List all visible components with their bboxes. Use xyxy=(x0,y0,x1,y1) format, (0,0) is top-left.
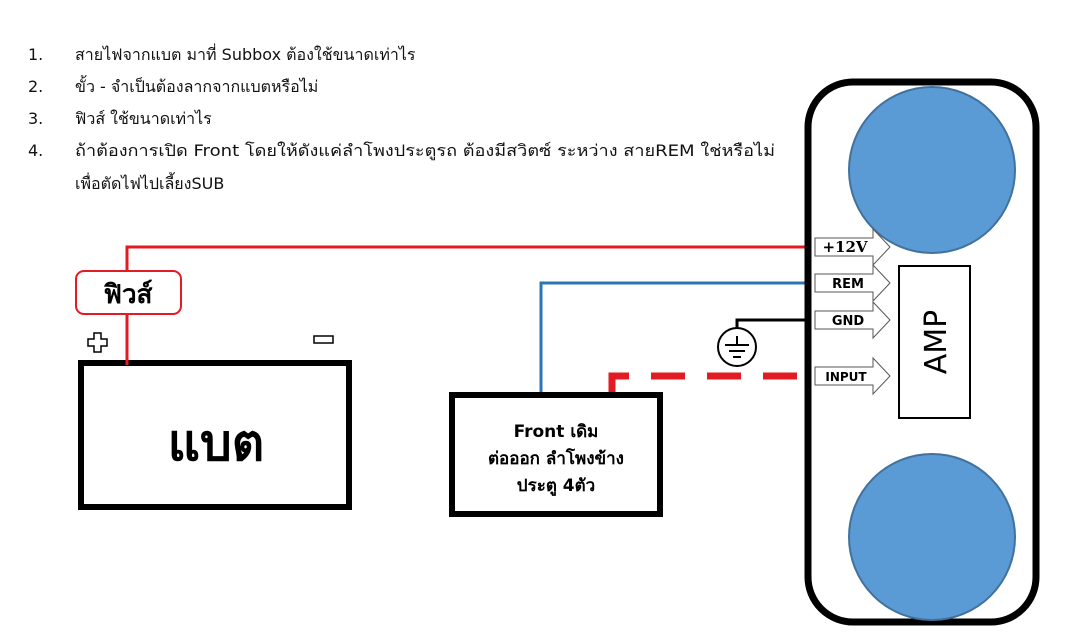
fuse-text: ฟิวส์ xyxy=(104,279,153,310)
question-text: ขั้ว - จำเป็นต้องลากจากแบตหรือไม่ xyxy=(75,75,318,96)
pin-input: INPUT xyxy=(814,356,891,396)
question-number: 2. xyxy=(28,77,43,96)
plus-icon xyxy=(87,332,108,353)
pin-rem: REM xyxy=(814,263,891,303)
pin-label: INPUT xyxy=(825,370,867,384)
pin-gnd: GND xyxy=(814,300,891,340)
subwoofer-bottom xyxy=(848,453,1016,621)
pin-label: REM xyxy=(832,277,864,292)
front-text-line: ประตู 4ตัว xyxy=(517,476,595,497)
rem-wire xyxy=(539,281,816,393)
power-wire xyxy=(125,245,816,365)
pin-label: +12V xyxy=(822,238,867,256)
ground-icon xyxy=(717,327,757,367)
subwoofer-top xyxy=(848,86,1016,254)
question-list: 1. สายไฟจากแบต มาที่ Subbox ต้องใช้ขนาดเ… xyxy=(28,43,775,193)
question-number: 1. xyxy=(28,45,43,64)
input-signal-wire xyxy=(608,372,816,393)
pin-label: GND xyxy=(832,314,865,329)
question-number: 3. xyxy=(28,109,43,128)
battery-box: แบต xyxy=(78,360,352,510)
ground-wire xyxy=(735,318,816,330)
question-text: ถ้าต้องการเปิด Front โดยให้ดังแค่ลำโพงปร… xyxy=(75,141,775,161)
minus-icon xyxy=(313,335,334,344)
question-text-continued: เพื่อตัดไฟไปเลี้ยงSUB xyxy=(75,172,224,193)
amp-box: AMP xyxy=(898,265,971,419)
front-speaker-box: Front เดิม ต่อออก ลำโพงข้าง ประตู 4ตัว xyxy=(449,392,663,517)
subbox-enclosure: AMP +12V REM GND INPUT xyxy=(804,78,1040,626)
question-number: 4. xyxy=(28,141,43,160)
pin-12v: +12V xyxy=(814,227,891,267)
question-text: สายไฟจากแบต มาที่ Subbox ต้องใช้ขนาดเท่า… xyxy=(75,43,416,64)
front-text-line: Front เดิม xyxy=(514,422,599,442)
question-text: ฟิวส์ ใช้ขนาดเท่าไร xyxy=(75,109,212,128)
amp-text: AMP xyxy=(919,310,954,375)
battery-text: แบต xyxy=(168,414,264,472)
fuse-label: ฟิวส์ xyxy=(75,270,182,315)
front-text-line: ต่อออก ลำโพงข้าง xyxy=(488,448,624,469)
